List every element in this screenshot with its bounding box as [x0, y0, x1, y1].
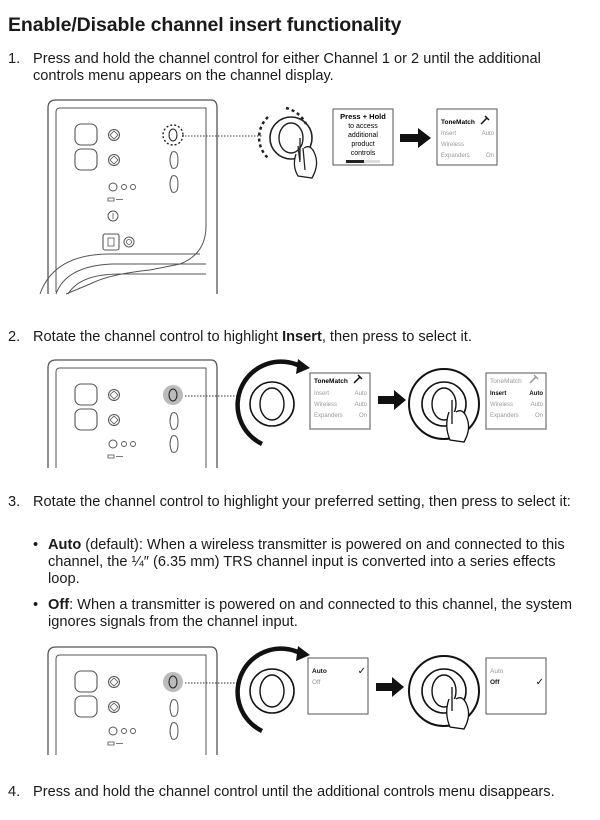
hold-progress-bar: [346, 160, 364, 163]
press-hold-line: product: [351, 141, 374, 148]
figure-2: ToneMatch Insert Auto Wireless Auto Expa…: [47, 359, 547, 468]
step-text-bold: Insert: [282, 329, 322, 345]
menu-title: ToneMatch: [490, 378, 522, 385]
bullet-auto: • Auto (default): When a wireless transm…: [33, 537, 588, 588]
channel-control-knob-rotate: [235, 359, 310, 447]
arrow-right-icon: [400, 128, 431, 148]
step-text: Press and hold the channel control for e…: [33, 51, 541, 84]
menu-row-value: Auto: [355, 391, 368, 397]
channel-control-knob-rotate: [235, 646, 310, 734]
speaker-panel: [39, 99, 218, 295]
speaker-panel-partial: [47, 359, 218, 468]
menu-title: ToneMatch: [441, 119, 475, 126]
menu-row-label: Expanders: [441, 153, 470, 159]
channel-control-highlight: [163, 385, 240, 405]
menu-row-label: Expanders: [314, 413, 343, 419]
tuning-wrench-icon: [353, 374, 363, 384]
step-number: 3.: [8, 494, 21, 510]
channel-control-knob-press: [408, 655, 480, 730]
step-2: 2. Rotate the channel control to highlig…: [8, 329, 588, 346]
display-press-hold: Press + Hold to access additional produc…: [332, 108, 394, 166]
step-1: 1. Press and hold the channel control fo…: [8, 51, 588, 85]
menu-row-value: Auto: [355, 402, 368, 408]
arrow-right-icon: [378, 390, 406, 410]
menu-row-value: On: [359, 413, 367, 419]
bullet-bold: Auto: [48, 537, 82, 553]
check-icon: ✓: [358, 666, 366, 677]
setting-option: Off: [490, 679, 500, 686]
step-number: 2.: [8, 329, 21, 345]
bullet-off: • Off: When a transmitter is powered on …: [33, 597, 588, 631]
setting-option: Off: [312, 679, 321, 686]
bullet-bold: Off: [48, 597, 70, 613]
menu-row-value: Auto: [529, 391, 543, 397]
step-text: Rotate the channel control to highlight: [33, 329, 283, 345]
bullet-text: (default): When a wireless transmitter i…: [48, 537, 565, 587]
menu-row-label: Insert: [314, 391, 329, 397]
press-hold-line: additional: [348, 132, 378, 139]
display-menu: ToneMatch Insert Auto Wireless Auto Expa…: [309, 372, 371, 430]
menu-row-label: Insert: [441, 131, 456, 137]
bullet-dot: •: [33, 597, 39, 613]
step-4: 4. Press and hold the channel control un…: [8, 784, 588, 801]
step-text: , then press to select it.: [321, 329, 472, 345]
channel-control-knob-press: [257, 106, 318, 179]
step-number: 1.: [8, 51, 21, 67]
menu-row-label: Wireless: [490, 402, 513, 408]
setting-option: Auto: [312, 668, 327, 675]
figure-3: Auto ✓ Off Auto Off ✓: [47, 646, 547, 755]
display-settings-off: Auto Off ✓: [485, 657, 547, 715]
menu-row-label: Wireless: [314, 402, 337, 408]
speaker-panel-partial: [47, 646, 218, 755]
step-text: Rotate the channel control to highlight …: [33, 494, 571, 510]
arrow-right-icon: [376, 677, 404, 697]
menu-row-value: On: [486, 153, 494, 159]
step-text: Press and hold the channel control until…: [33, 784, 555, 800]
display-settings-auto: Auto ✓ Off: [307, 657, 369, 715]
setting-option: Auto: [490, 668, 504, 675]
menu-row-value: Auto: [482, 131, 495, 137]
press-hold-line: to access: [348, 123, 378, 130]
figure-1: Press + Hold to access additional produc…: [39, 99, 498, 295]
menu-row-label: Expanders: [490, 413, 519, 419]
display-menu: ToneMatch Insert Auto Wireless Expanders…: [436, 108, 498, 166]
channel-control-highlight: [163, 672, 240, 692]
channel-control-knob-press: [408, 368, 480, 443]
press-hold-line: controls: [351, 150, 376, 157]
page-title: Enable/Disable channel insert functional…: [8, 14, 402, 36]
menu-row-value: Auto: [531, 402, 544, 408]
menu-row-label: Wireless: [441, 142, 464, 148]
menu-title: ToneMatch: [314, 378, 348, 385]
tuning-wrench-icon: [529, 374, 539, 384]
press-hold-line: Press + Hold: [340, 112, 386, 121]
channel-control-highlight: [162, 124, 262, 146]
menu-row-value: On: [535, 413, 543, 419]
step-number: 4.: [8, 784, 21, 800]
bullet-dot: •: [33, 537, 39, 553]
bullet-text: : When a transmitter is powered on and c…: [48, 597, 573, 630]
display-menu-insert-selected: ToneMatch Insert Auto Wireless Auto Expa…: [485, 372, 547, 430]
menu-row-label: Insert: [490, 391, 506, 397]
step-3: 3. Rotate the channel control to highlig…: [8, 494, 588, 511]
tuning-wrench-icon: [480, 115, 490, 125]
check-icon: ✓: [536, 677, 544, 688]
